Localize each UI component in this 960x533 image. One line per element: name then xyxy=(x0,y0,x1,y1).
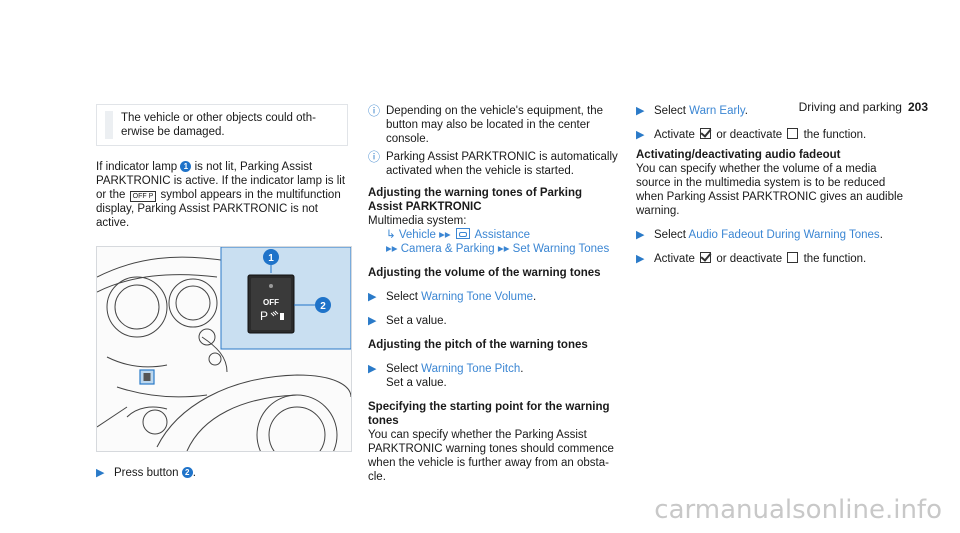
step-arrow-icon: ▶ xyxy=(368,315,377,327)
step-arrow-icon: ▶ xyxy=(96,467,105,479)
menu-return-icon: ↳ xyxy=(386,229,396,241)
indicator-text-2: is not lit, Parking Assist PARKTRONIC is… xyxy=(96,161,346,201)
starting-point-text: You can specify whether the Parking Assi… xyxy=(368,429,614,483)
step-press-button: ▶ Press button 2. xyxy=(96,466,348,480)
menu-chevron-icon: ▸▸ xyxy=(497,243,510,255)
step-select-pitch: ▶ Select Warning Tone Pitch. Set a value… xyxy=(368,363,524,389)
select-label: Select xyxy=(654,229,686,241)
inset-off-label: OFF xyxy=(263,298,279,307)
menu-chevron-icon: ▸▸ xyxy=(386,243,398,255)
activate-label: Activate xyxy=(654,253,695,265)
menu-path-row-2: ▸▸ Camera & Parking ▸▸ Set Warning Tones xyxy=(368,242,618,256)
inset-p-label: P xyxy=(260,309,268,323)
callout-1-badge: 1 xyxy=(180,161,192,172)
dashboard-illustration: OFF P 1 2 xyxy=(97,247,351,451)
deactivate-label: or deactivate xyxy=(716,129,783,141)
fadeout-text: You can specify whether the volume of a … xyxy=(636,163,903,217)
function-label: the function. xyxy=(803,253,867,265)
checkbox-checked-icon xyxy=(700,252,712,263)
step-activate-1: ▶ Activate or deactivate the function. xyxy=(636,128,906,142)
set-value-text: Set a value. xyxy=(386,377,447,389)
step-arrow-icon: ▶ xyxy=(368,363,377,375)
section-title: Driving and parking xyxy=(798,100,902,114)
page-number: 203 xyxy=(907,100,928,114)
step-select-warn-early: ▶ Select Warn Early. xyxy=(636,105,748,117)
menu-chevron-icon: ▸▸ xyxy=(439,229,451,241)
step-press-text: Press button xyxy=(114,467,179,479)
heading-pitch: Adjusting the pitch of the warning tones xyxy=(368,339,588,351)
indicator-paragraph: If indicator lamp 1 is not lit, Parking … xyxy=(96,160,348,230)
step-select-volume: ▶ Select Warning Tone Volume. xyxy=(368,291,537,303)
select-label: Select xyxy=(654,105,686,117)
warning-bar xyxy=(105,111,113,139)
watermark: carmanualsonline.info xyxy=(654,495,942,525)
menu-set-warning-tones[interactable]: Set Warning Tones xyxy=(512,243,610,255)
step-arrow-icon: ▶ xyxy=(636,229,645,241)
column-left: The vehicle or other objects could oth-e… xyxy=(96,104,352,480)
callout-2-badge: 2 xyxy=(181,467,193,478)
parking-off-symbol: OFF P xyxy=(129,191,157,202)
heading-audio-fadeout: Activating/deactivating audio fadeout xyxy=(636,149,841,161)
warning-tone-volume-link[interactable]: Warning Tone Volume xyxy=(421,291,534,303)
heading-starting-point: Specifying the starting point for the wa… xyxy=(368,401,610,427)
info-icon: ⓘ xyxy=(368,150,381,164)
step-arrow-icon: ▶ xyxy=(368,291,377,303)
deactivate-label: or deactivate xyxy=(716,253,783,265)
set-value-text: Set a value. xyxy=(386,315,447,327)
step-activate-2: ▶ Activate or deactivate the function. xyxy=(636,252,906,266)
activate-label: Activate xyxy=(654,129,695,141)
select-label: Select xyxy=(386,363,418,375)
dashboard-figure: OFF P 1 2 xyxy=(96,246,352,452)
select-label: Select xyxy=(386,291,418,303)
menu-camera-parking[interactable]: Camera & Parking xyxy=(400,243,495,255)
step-arrow-icon: ▶ xyxy=(636,105,645,117)
function-label: the function. xyxy=(803,129,867,141)
heading-volume: Adjusting the volume of the warning tone… xyxy=(368,267,601,279)
menu-path-row-1: ↳ Vehicle ▸▸ Assistance xyxy=(368,228,618,242)
column-right: ▶ Select Warn Early. ▶ Activate or deact… xyxy=(636,104,906,266)
page-header: Driving and parking 203 xyxy=(799,100,928,114)
audio-fadeout-link[interactable]: Audio Fadeout During Warning Tones xyxy=(688,229,880,241)
warn-early-link[interactable]: Warn Early xyxy=(689,105,745,117)
indicator-text-3: symbol appears in the multifunction disp… xyxy=(96,189,341,229)
heading-adjust-tones: Adjusting the warning tones of Parking A… xyxy=(368,187,583,213)
checkbox-checked-icon xyxy=(700,128,712,139)
info-note-1: ⓘ Depending on the vehicle's equipment, … xyxy=(368,104,618,146)
menu-vehicle[interactable]: Vehicle xyxy=(398,229,436,241)
info-note-2: ⓘ Parking Assist PARKTRONIC is automatic… xyxy=(368,150,618,178)
info-icon: ⓘ xyxy=(368,104,381,118)
checkbox-empty-icon xyxy=(787,252,799,263)
step-select-audio-fadeout: ▶ Select Audio Fadeout During Warning To… xyxy=(636,229,883,241)
info-note-2-text: Parking Assist PARKTRONIC is automatical… xyxy=(386,151,618,177)
step-press-end: . xyxy=(192,467,196,479)
warning-box: The vehicle or other objects could oth-e… xyxy=(96,104,348,146)
menu-assistance[interactable]: Assistance xyxy=(474,229,531,241)
warning-tone-pitch-link[interactable]: Warning Tone Pitch xyxy=(421,363,521,375)
figure-callout-1: 1 xyxy=(268,253,274,264)
multimedia-label: Multimedia system: xyxy=(368,215,467,227)
column-middle: ⓘ Depending on the vehicle's equipment, … xyxy=(368,104,618,484)
checkbox-empty-icon xyxy=(787,128,799,139)
step-set-value: ▶ Set a value. xyxy=(368,314,618,328)
figure-callout-2: 2 xyxy=(320,301,326,312)
step-arrow-icon: ▶ xyxy=(636,253,645,265)
assistance-car-icon xyxy=(455,228,470,239)
indicator-text-1: If indicator lamp xyxy=(96,161,178,173)
step-arrow-icon: ▶ xyxy=(636,129,645,141)
info-note-1-text: Depending on the vehicle's equipment, th… xyxy=(386,105,604,145)
warning-text: The vehicle or other objects could oth-e… xyxy=(121,112,316,138)
